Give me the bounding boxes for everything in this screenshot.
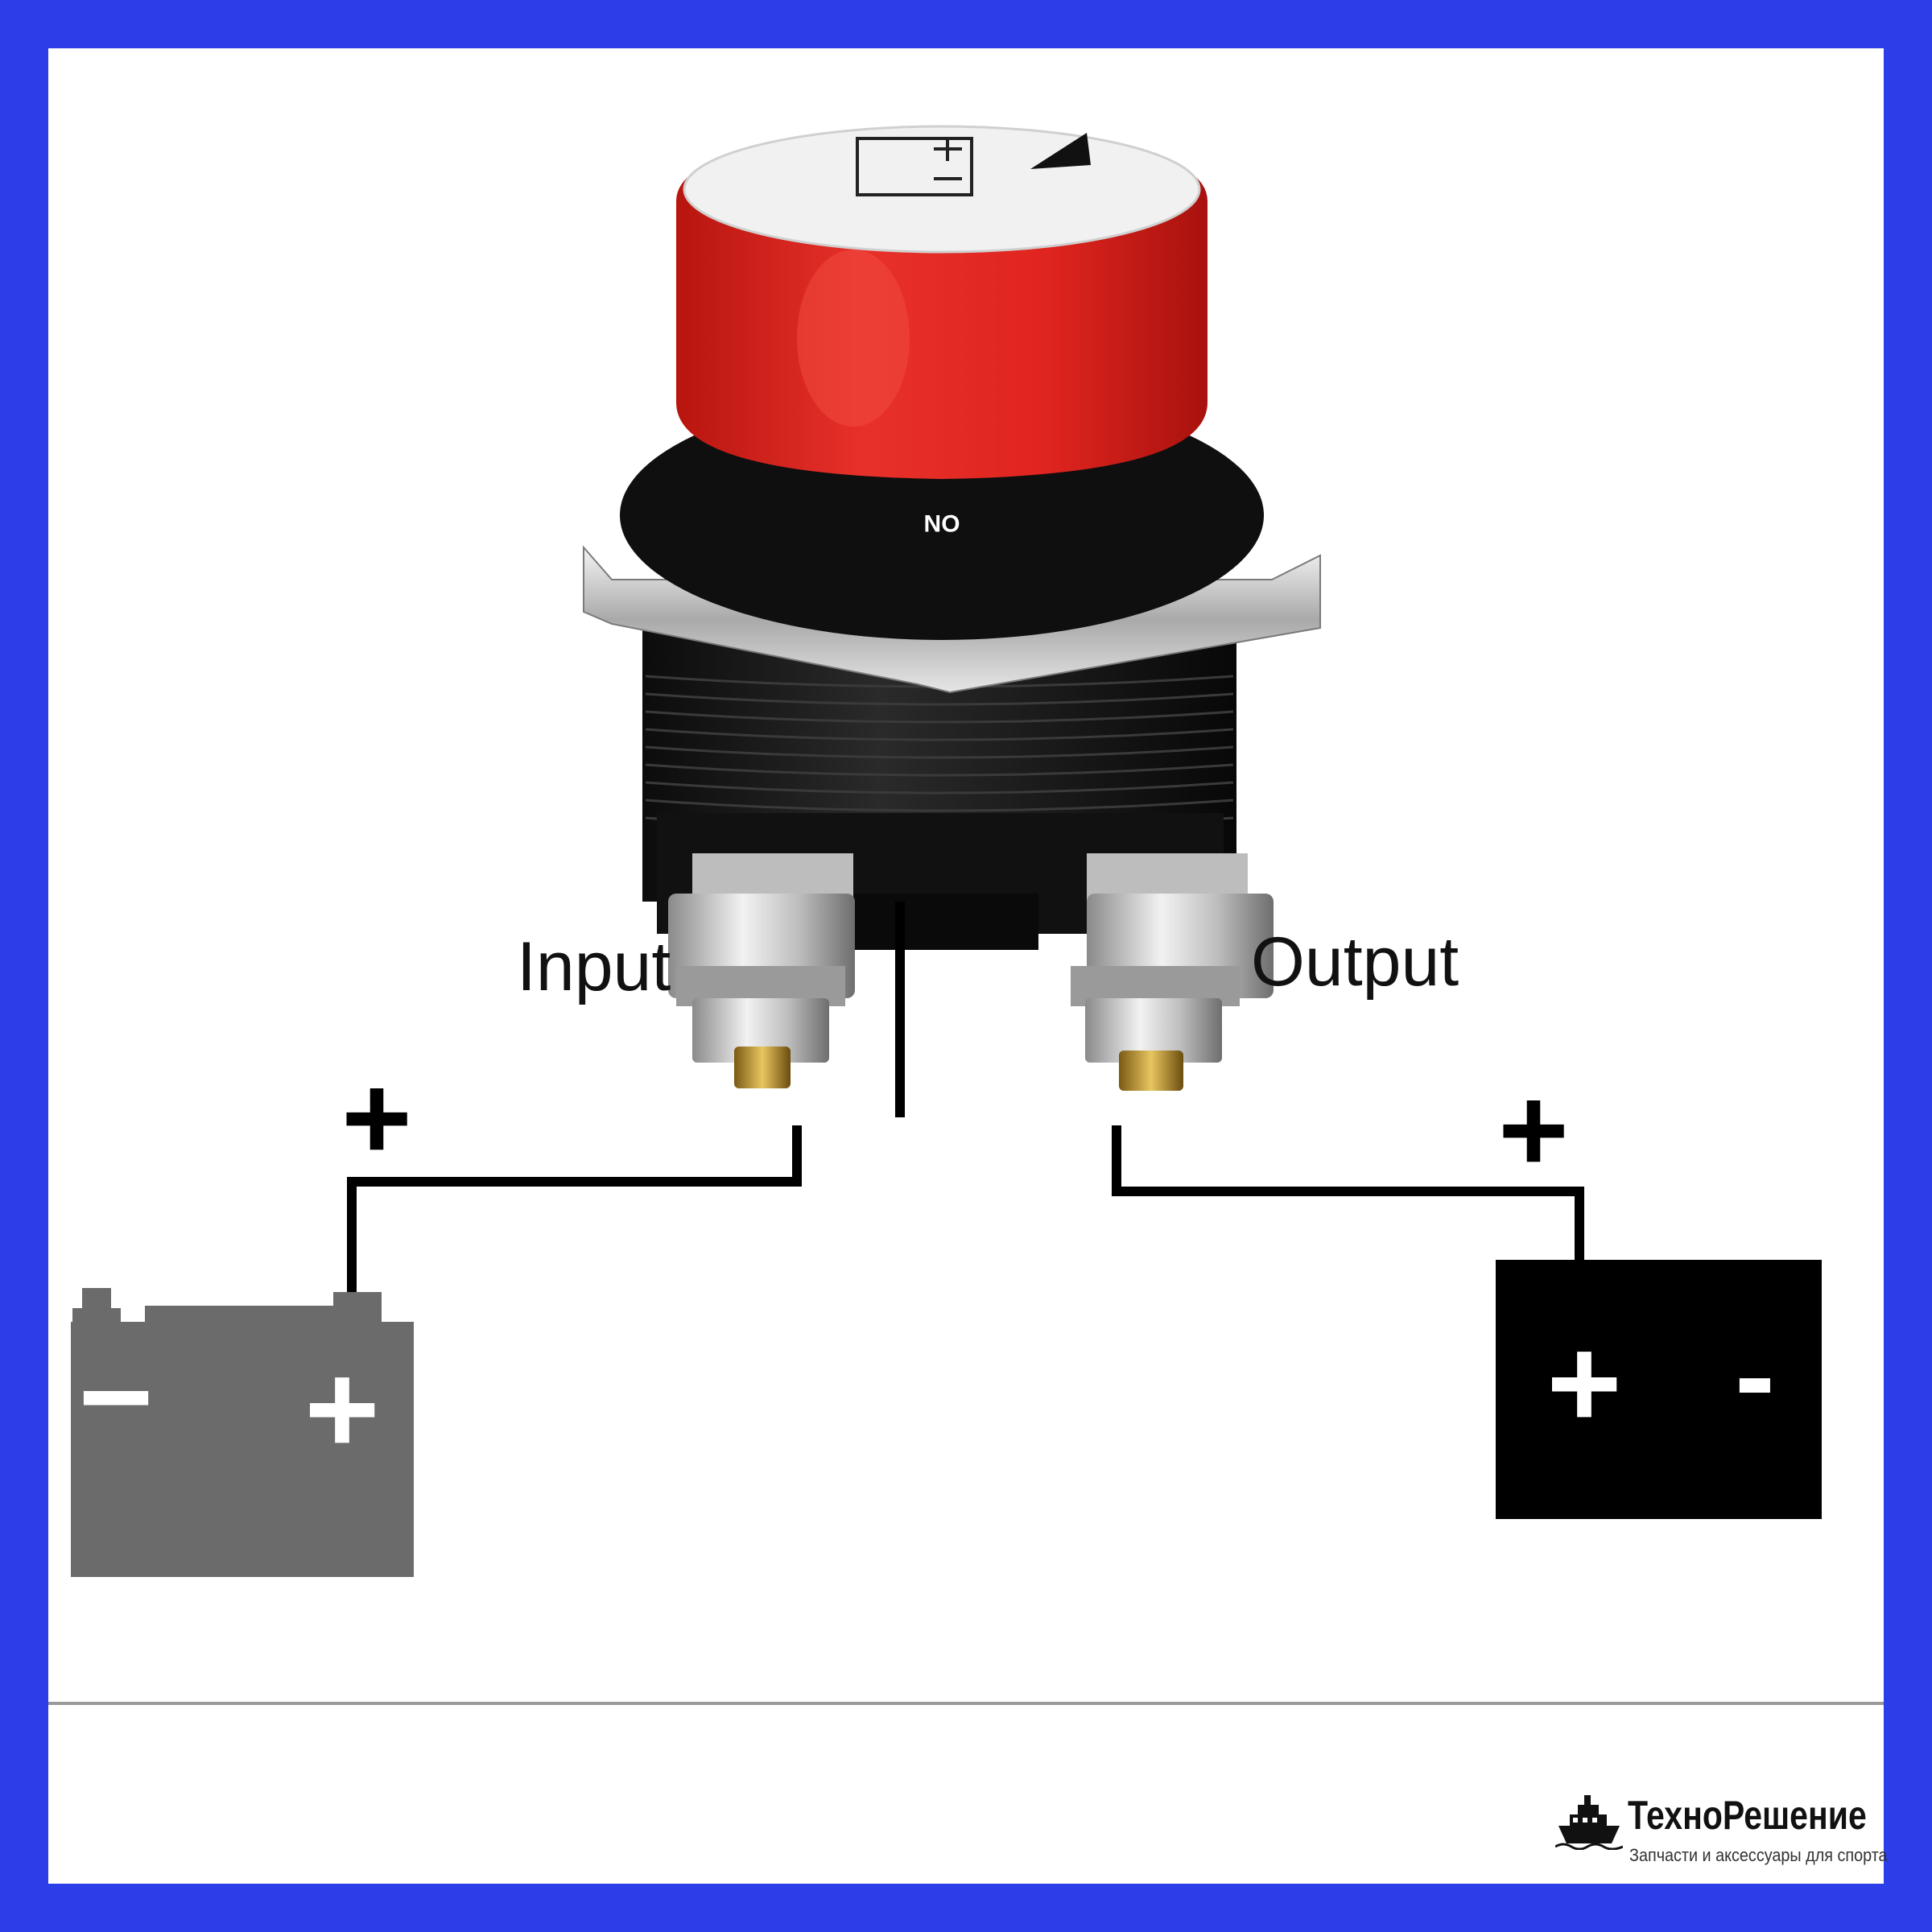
battery-right-negative-sign: - <box>1735 1307 1775 1443</box>
input-polarity-mark: + <box>341 1050 412 1185</box>
output-terminal-stud <box>1119 1051 1183 1091</box>
output-terminal <box>1071 853 1274 1091</box>
knob-cap <box>684 126 1199 252</box>
footer-divider <box>48 1702 1884 1705</box>
brand-tagline: Запчасти и аксессуары для спорта <box>1629 1845 1888 1866</box>
brand-name: ТехноРешение <box>1628 1792 1867 1839</box>
output-polarity-mark: + <box>1498 1062 1569 1197</box>
on-marking: ON <box>924 510 960 536</box>
output-label: Output <box>1251 927 1459 997</box>
battery-right: + - <box>1496 1260 1822 1519</box>
center-pin <box>895 902 905 1117</box>
battery-left-terminal-negative-cap <box>82 1288 111 1312</box>
wiring-diagram: ON OFF <box>48 48 1884 1884</box>
input-label: Input <box>517 932 671 1001</box>
battery-left-top-step <box>145 1306 346 1325</box>
brand-logo: ТехноРешение Запчасти и аксессуары для с… <box>1555 1792 1877 1880</box>
knob[interactable] <box>676 126 1208 479</box>
battery-left-positive-sign: + <box>304 1336 379 1480</box>
input-terminal <box>668 853 855 1088</box>
input-wire <box>352 1125 797 1304</box>
diagram-frame: ON OFF <box>48 48 1884 1884</box>
battery-left-negative-sign: − <box>78 1324 153 1468</box>
battery-right-positive-sign: + <box>1546 1311 1621 1455</box>
battery-left: − + <box>71 1288 414 1577</box>
input-terminal-stud <box>734 1046 791 1088</box>
ship-icon <box>1555 1794 1623 1850</box>
knob-grip-highlight <box>797 250 910 427</box>
battery-left-terminal-positive <box>333 1292 382 1340</box>
